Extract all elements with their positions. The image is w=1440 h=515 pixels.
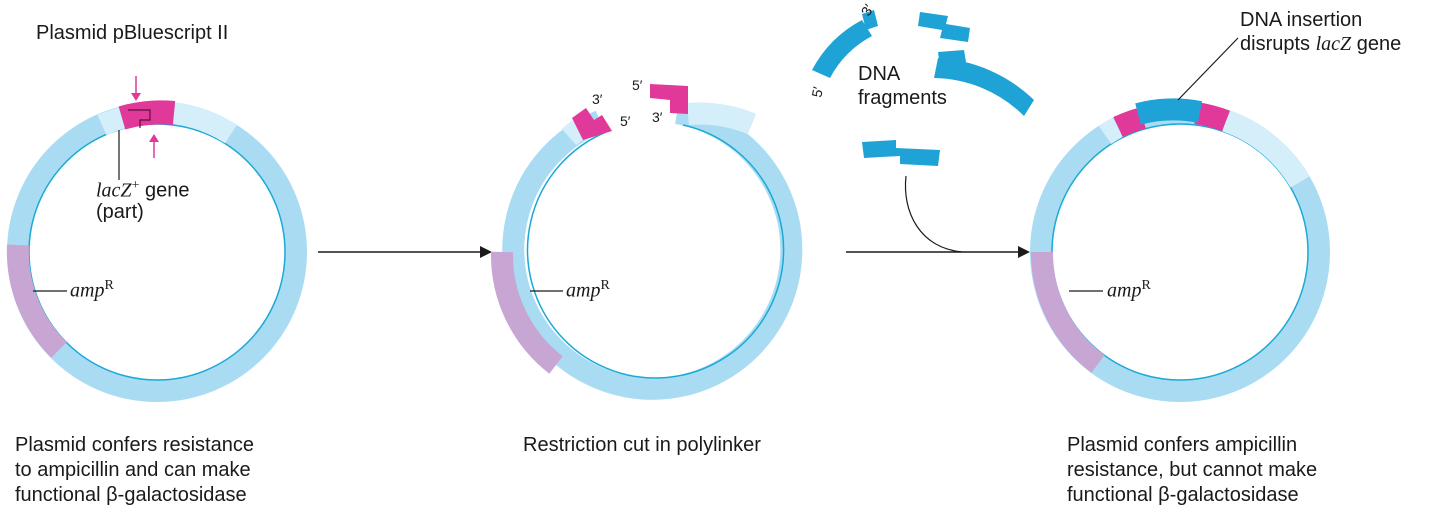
amp-superscript: R bbox=[600, 278, 610, 293]
insertion-line1: DNA insertion bbox=[1240, 9, 1363, 31]
caption-right-line: resistance, but cannot make bbox=[1067, 459, 1318, 481]
dna-fragment bbox=[934, 58, 1034, 116]
recombinant-inner-edge bbox=[1051, 123, 1309, 381]
insertion-line2: disrupts lacZ gene bbox=[1240, 32, 1401, 56]
caption-left-line: Plasmid confers resistance bbox=[15, 434, 254, 456]
amp-superscript: R bbox=[104, 278, 114, 293]
caption-middle: Restriction cut in polylinker bbox=[523, 433, 761, 458]
plasmid-intact bbox=[6, 76, 307, 402]
polylinker-region-left bbox=[1098, 117, 1124, 145]
inserted-dna bbox=[1135, 98, 1203, 125]
polylinker-region bbox=[172, 102, 237, 144]
ampr-label-1: ampR bbox=[70, 278, 114, 303]
insertion-gene: lacZ bbox=[1315, 33, 1352, 55]
dna-fragments-line2: fragments bbox=[858, 87, 947, 109]
five-prime-label-right: 5′ bbox=[632, 77, 643, 93]
ampr-label-2: ampR bbox=[566, 278, 610, 303]
dna-fragments-label: DNA fragments bbox=[858, 62, 947, 110]
dna-fragment bbox=[862, 140, 940, 166]
dna-fragment-tip bbox=[862, 10, 878, 30]
ampr-segment bbox=[490, 251, 563, 374]
dna-fragment bbox=[918, 12, 970, 42]
three-prime-label-right: 3′ bbox=[652, 109, 663, 125]
plasmid-recombinant bbox=[1030, 37, 1330, 402]
gene-word: gene bbox=[139, 179, 190, 202]
insertion-leader-line bbox=[1177, 37, 1239, 101]
lacz-gene-name: lacZ bbox=[96, 179, 132, 202]
ampr-segment bbox=[6, 244, 67, 358]
insertion-suffix: gene bbox=[1351, 33, 1402, 55]
lacz-cut-outline bbox=[128, 109, 151, 128]
plasmid-title: Plasmid pBluescript II bbox=[36, 22, 229, 44]
amp-superscript: R bbox=[1141, 278, 1151, 293]
sticky-end-left bbox=[572, 108, 612, 140]
polylinker-region-left bbox=[97, 107, 126, 136]
dna-fragments-line1: DNA bbox=[858, 63, 901, 85]
five-prime-label-left: 5′ bbox=[620, 113, 631, 129]
caption-left: Plasmid confers resistance to ampicillin… bbox=[15, 433, 254, 508]
caption-right: Plasmid confers ampicillin resistance, b… bbox=[1067, 433, 1317, 508]
plasmid-cut bbox=[490, 84, 803, 400]
cut-plasmid-ring bbox=[502, 102, 803, 400]
polylinker-region-left bbox=[561, 120, 586, 146]
ampr-segment bbox=[1030, 251, 1105, 373]
lacz-label: lacZ+ gene bbox=[96, 178, 190, 203]
cut-arrowhead-bottom bbox=[149, 134, 159, 142]
caption-left-line: to ampicillin and can make bbox=[15, 459, 251, 481]
lacz-plus-superscript: + bbox=[131, 178, 140, 193]
three-prime-label-left: 3′ bbox=[592, 91, 603, 107]
cut-arrowhead-top bbox=[131, 93, 141, 101]
ampr-label-3: ampR bbox=[1107, 278, 1151, 303]
plasmid-ring bbox=[7, 102, 307, 402]
amp-text: amp bbox=[566, 279, 601, 302]
dna-fragment bbox=[812, 20, 872, 78]
caption-middle-line: Restriction cut in polylinker bbox=[523, 434, 761, 456]
process-arrow-1 bbox=[318, 246, 492, 258]
polylinker-region bbox=[1222, 110, 1310, 188]
insertion-label: DNA insertion disrupts lacZ gene bbox=[1240, 8, 1401, 56]
amp-text: amp bbox=[1107, 279, 1142, 302]
process-arrow-2 bbox=[846, 246, 1030, 258]
sticky-end-right bbox=[650, 84, 688, 114]
lacz-fragment-right bbox=[1194, 102, 1231, 132]
cut-plasmid-inner-edge bbox=[526, 124, 785, 379]
caption-right-line: Plasmid confers ampicillin bbox=[1067, 434, 1298, 456]
lacz-segment bbox=[118, 100, 176, 130]
lacz-fragment-left bbox=[1113, 107, 1146, 138]
amp-text: amp bbox=[70, 279, 105, 302]
caption-left-line: functional β-galactosidase bbox=[15, 484, 247, 506]
dna-fragments bbox=[812, 10, 1034, 253]
dna-fragment-tip bbox=[938, 50, 966, 66]
insertion-prefix: disrupts bbox=[1240, 33, 1316, 55]
plasmid-ring-inner-edge bbox=[28, 123, 286, 381]
polylinker-region bbox=[687, 102, 757, 135]
lacz-part-label: (part) bbox=[96, 201, 144, 223]
caption-right-line: functional β-galactosidase bbox=[1067, 484, 1299, 506]
insertion-curve bbox=[904, 175, 963, 253]
